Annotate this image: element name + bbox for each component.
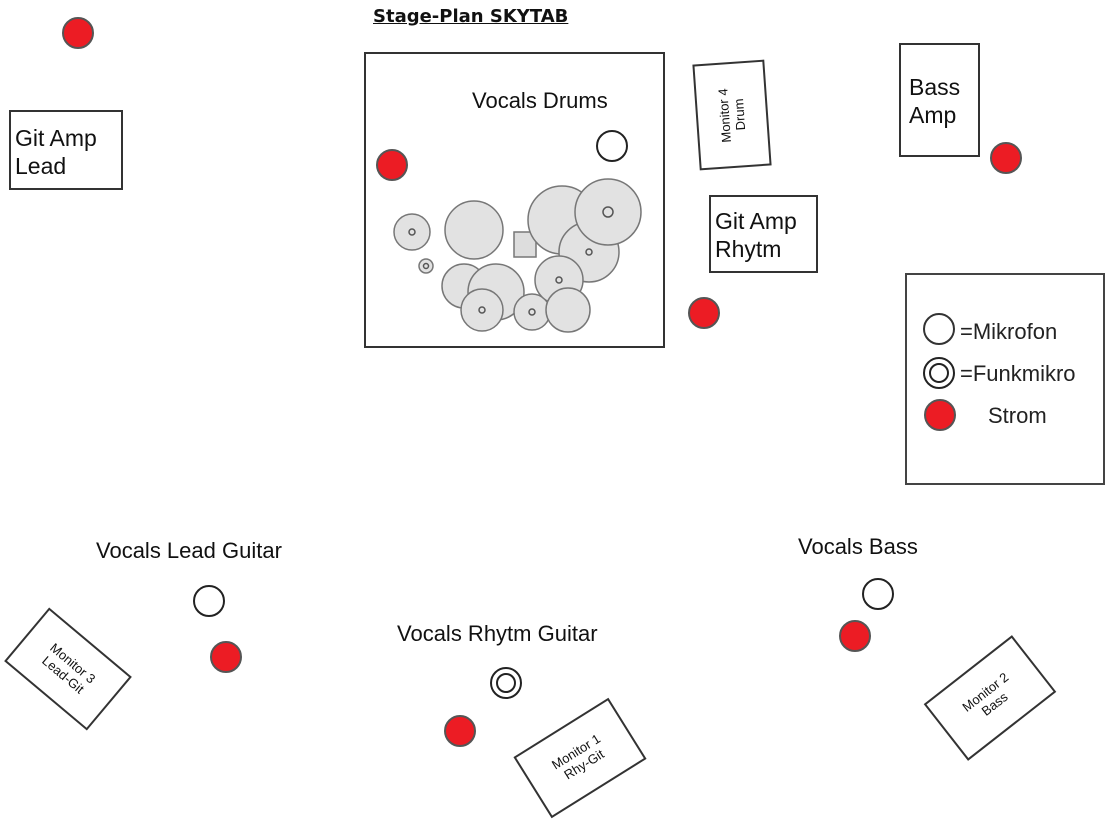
bass-amp: Bass Amp bbox=[899, 43, 980, 157]
vocals-bass-label: Vocals Bass bbox=[798, 534, 918, 559]
power-outlet-icon bbox=[62, 17, 94, 49]
drum-riser: Vocals Drums bbox=[364, 52, 665, 348]
microphone-icon bbox=[193, 585, 225, 617]
drum-kit-icon bbox=[393, 178, 642, 333]
microphone-icon bbox=[923, 313, 955, 345]
monitor-2: Monitor 2 Bass bbox=[923, 635, 1057, 761]
microphone-icon bbox=[862, 578, 894, 610]
git-amp-rhytm-label: Git Amp Rhytm bbox=[715, 208, 797, 262]
wireless-microphone-icon bbox=[923, 357, 955, 389]
power-outlet-icon bbox=[376, 149, 408, 181]
legend-funkmikro: =Funkmikro bbox=[960, 361, 1076, 386]
power-outlet-icon bbox=[688, 297, 720, 329]
vocals-rhytm-guitar-label: Vocals Rhytm Guitar bbox=[397, 621, 598, 646]
microphone-icon bbox=[596, 130, 628, 162]
bass-amp-label: Bass Amp bbox=[909, 74, 961, 128]
monitor-1: Monitor 1 Rhy-Git bbox=[513, 697, 647, 819]
drum-riser-label: Vocals Drums bbox=[472, 88, 608, 113]
legend-mikrofon: =Mikrofon bbox=[960, 319, 1058, 344]
legend: =Mikrofon =Funkmikro Strom bbox=[905, 273, 1105, 485]
legend-strom: Strom bbox=[988, 403, 1047, 428]
vocals-lead-guitar-label: Vocals Lead Guitar bbox=[96, 538, 282, 563]
wireless-microphone-icon bbox=[490, 667, 522, 699]
git-amp-lead-label: Git Amp Lead bbox=[15, 125, 97, 179]
power-outlet-icon bbox=[210, 641, 242, 673]
power-outlet-icon bbox=[990, 142, 1022, 174]
page-title: Stage-Plan SKYTAB bbox=[373, 6, 569, 27]
power-outlet-icon bbox=[924, 399, 956, 431]
power-outlet-icon bbox=[444, 715, 476, 747]
git-amp-lead: Git Amp Lead bbox=[9, 110, 123, 190]
monitor-3: Monitor 3 Lead-Git bbox=[4, 607, 132, 731]
monitor-4: Monitor 4 Drum bbox=[692, 59, 772, 171]
power-outlet-icon bbox=[839, 620, 871, 652]
git-amp-rhytm: Git Amp Rhytm bbox=[709, 195, 818, 273]
